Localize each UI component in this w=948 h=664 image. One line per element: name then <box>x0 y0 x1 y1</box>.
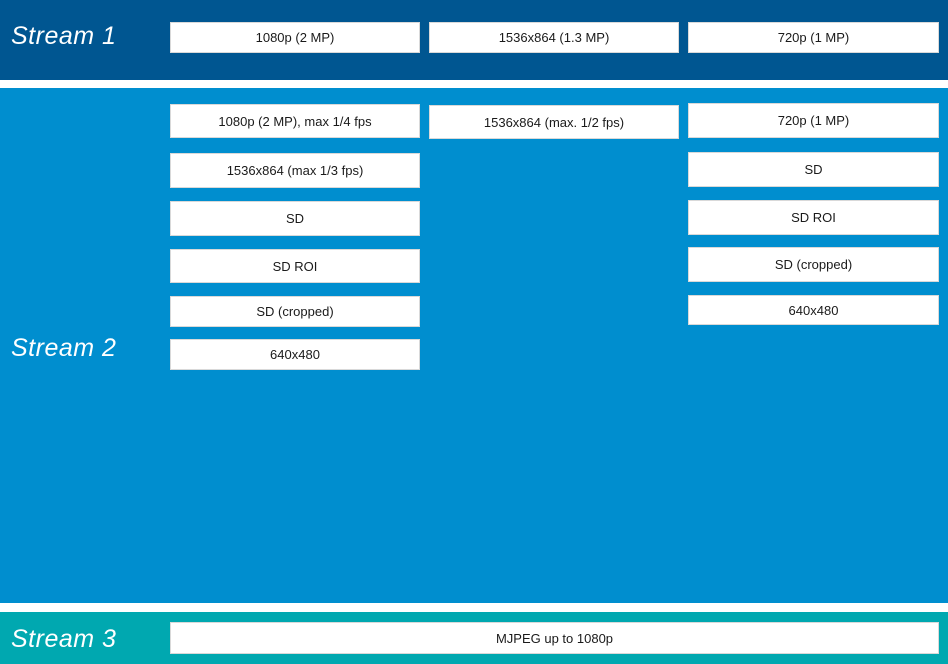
stream2-col3-box-640x480: 640x480 <box>688 295 939 325</box>
stream2-col1-box-sd: SD <box>170 201 420 236</box>
stream1-box-1080p: 1080p (2 MP) <box>170 22 420 53</box>
stream2-col1-box-sd-roi: SD ROI <box>170 249 420 283</box>
stream3-label: Stream 3 <box>11 625 117 653</box>
stream1-label: Stream 1 <box>11 22 117 50</box>
stream2-col3-box-sd-roi: SD ROI <box>688 200 939 235</box>
stream2-col2-box-1536x864-max-half-fps: 1536x864 (max. 1/2 fps) <box>429 105 679 139</box>
stream2-col1-box-sd-cropped: SD (cropped) <box>170 296 420 327</box>
stream2-col3-box-sd-cropped: SD (cropped) <box>688 247 939 282</box>
stream3-box-mjpeg: MJPEG up to 1080p <box>170 622 939 654</box>
stream2-col1-box-640x480: 640x480 <box>170 339 420 370</box>
stream1-box-1536x864: 1536x864 (1.3 MP) <box>429 22 679 53</box>
stream2-col1-box-1080p-max-quarter-fps: 1080p (2 MP), max 1/4 fps <box>170 104 420 138</box>
stream2-label: Stream 2 <box>11 334 117 362</box>
stream2-col3-box-720p: 720p (1 MP) <box>688 103 939 138</box>
stream1-box-720p: 720p (1 MP) <box>688 22 939 53</box>
stream2-col1-box-1536x864-max-third-fps: 1536x864 (max 1/3 fps) <box>170 153 420 188</box>
stream2-col3-box-sd: SD <box>688 152 939 187</box>
